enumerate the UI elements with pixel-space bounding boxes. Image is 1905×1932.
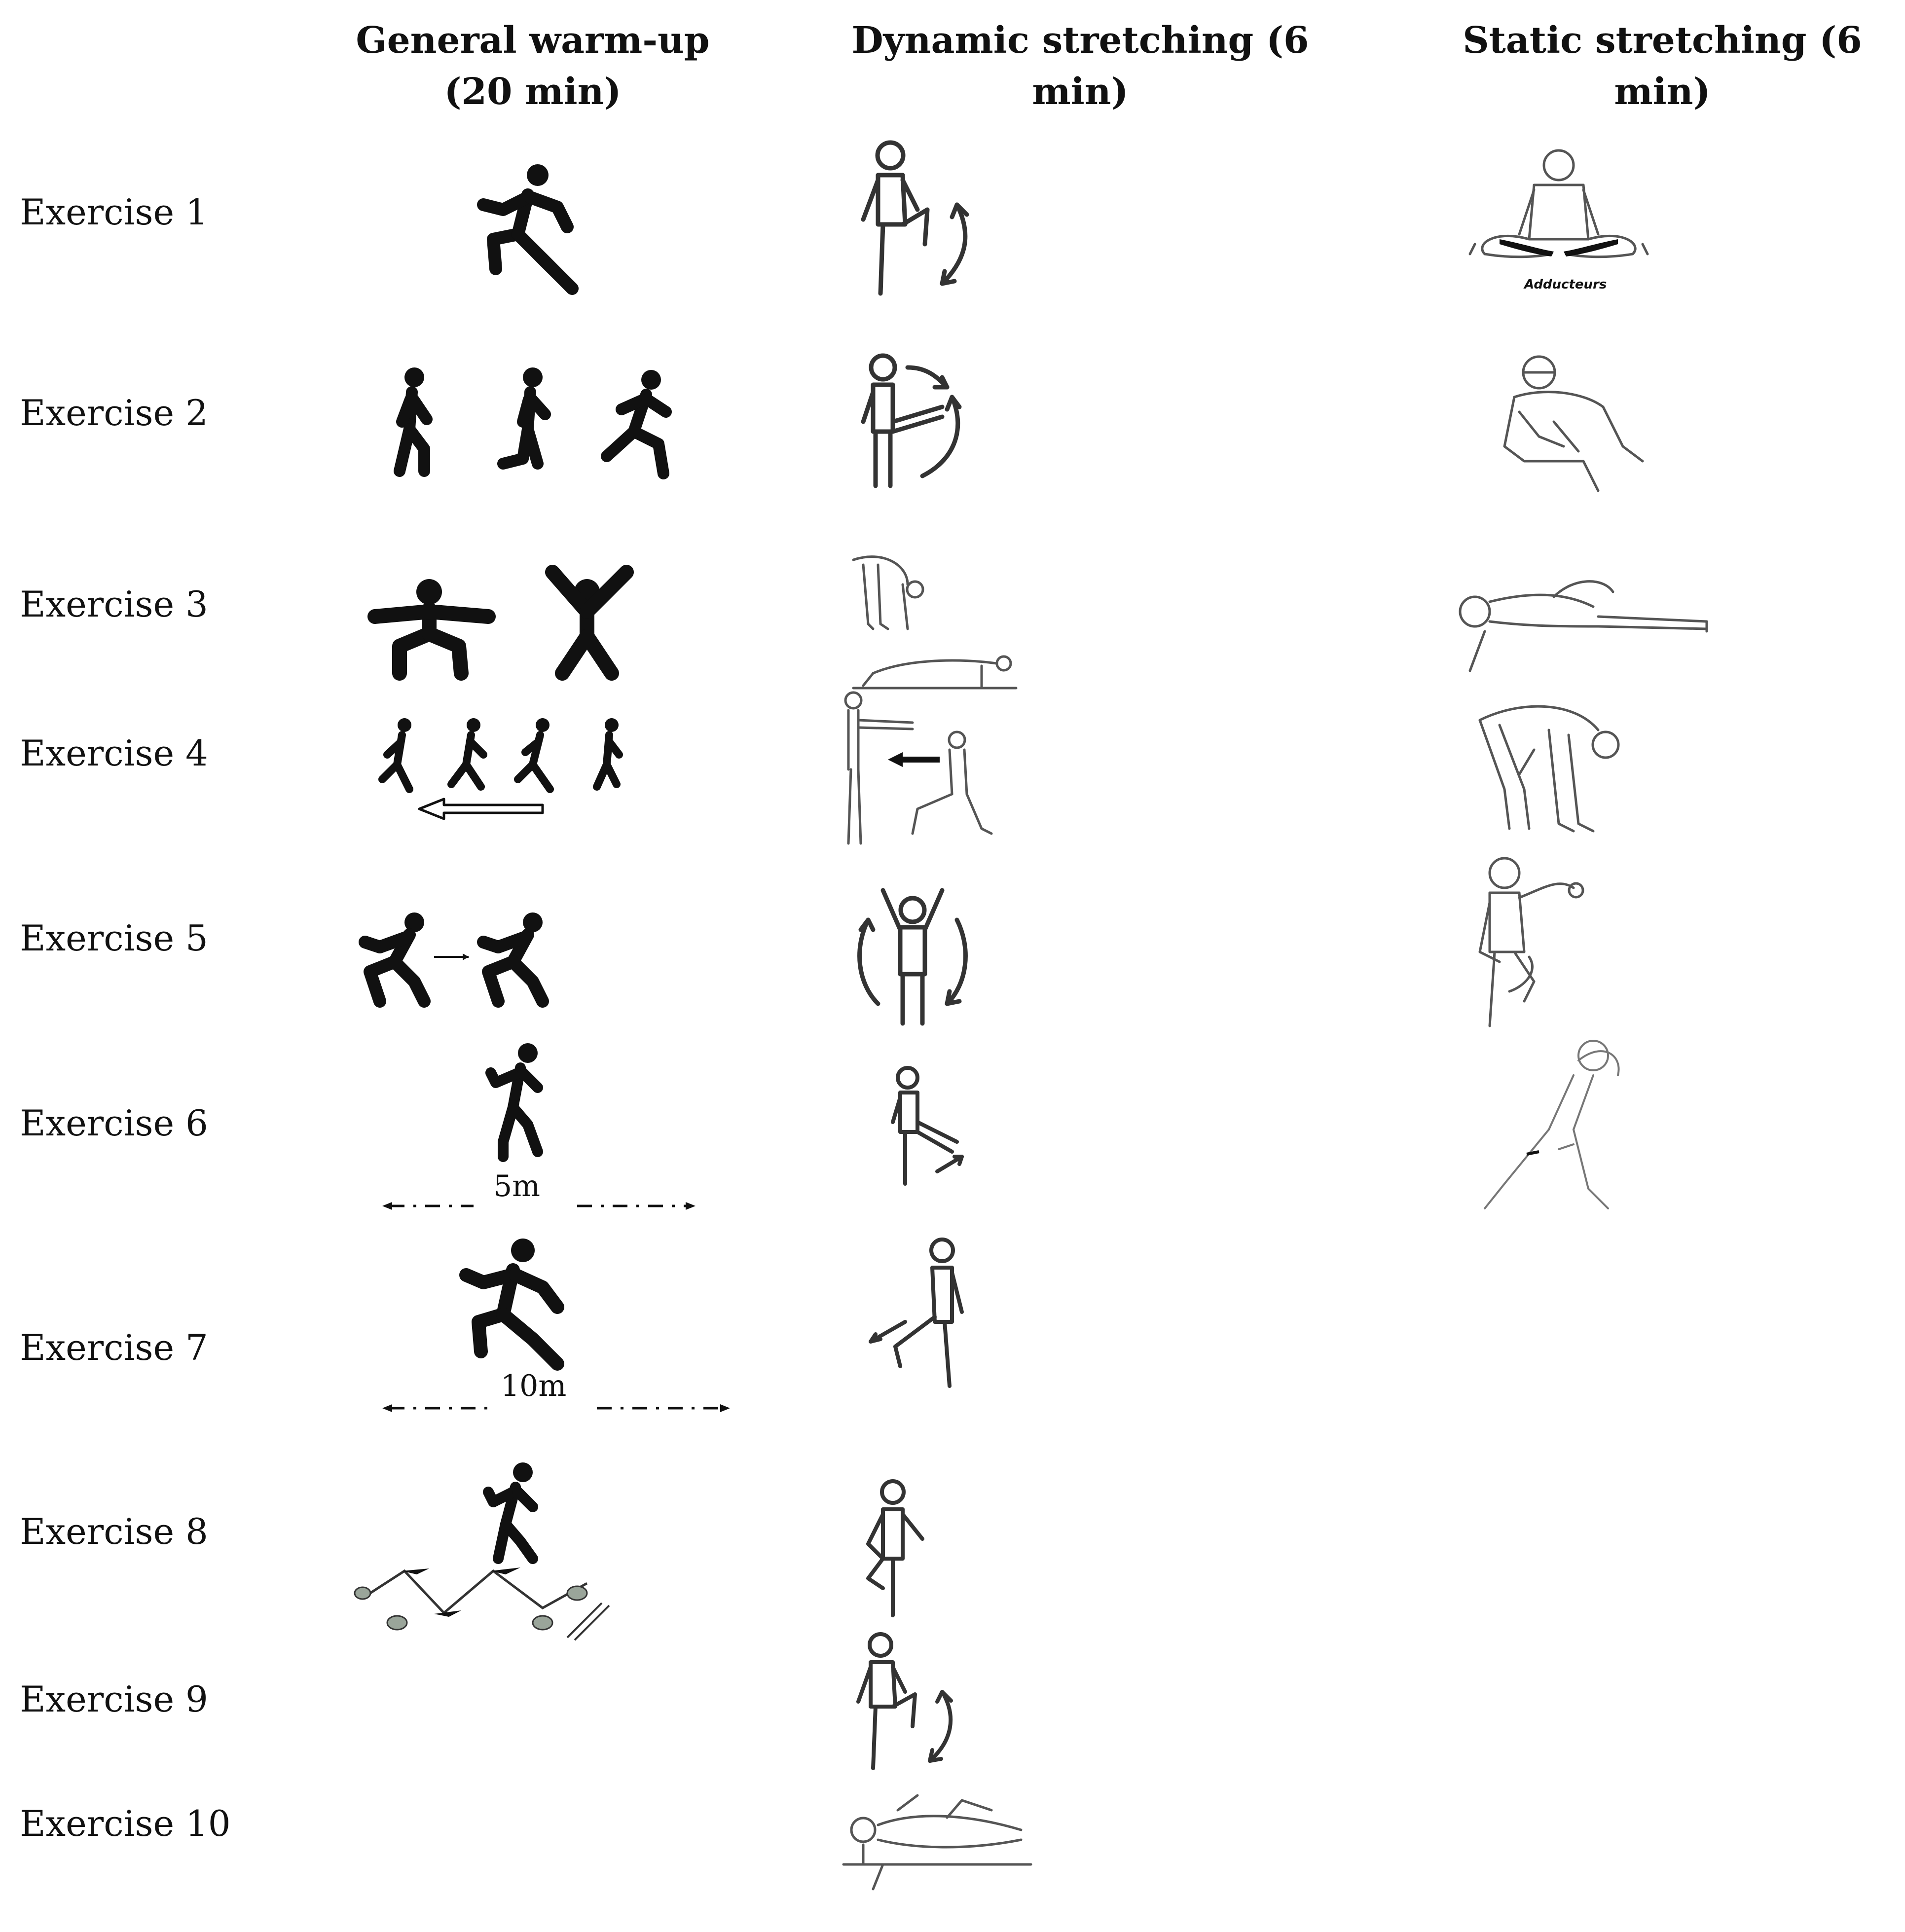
row-label-exercise-4: Exercise 4	[20, 732, 208, 774]
distance-label-5m: 5m	[493, 1169, 540, 1203]
lying-quad-stretch-icon	[1459, 580, 1708, 672]
adductor-stretch-icon: Adducteurs	[1468, 149, 1649, 292]
column-header-line: General warm-up	[356, 19, 710, 62]
column-header-general-warm-up: General warm-up (20 min)	[296, 15, 769, 117]
quad-stretch-icon	[866, 1479, 924, 1617]
column-header-line: Static stretching (6 min)	[1463, 19, 1862, 113]
zigzag-drill-icon	[354, 1462, 610, 1641]
row-label-exercise-9: Exercise 9	[20, 1678, 208, 1720]
knee-raise-small-icon	[856, 1632, 953, 1770]
distance-label-10m: 10m	[501, 1369, 566, 1403]
standing-forward-bend-icon	[1478, 705, 1620, 833]
side-leg-raise-icon	[891, 1066, 964, 1186]
standing-quad-stretch-icon	[1478, 857, 1584, 1027]
column-header-line: (20 min)	[444, 71, 622, 113]
runner-icon	[477, 164, 579, 295]
row-label-exercise-3: Exercise 3	[20, 583, 208, 625]
walking-figures-icon	[394, 367, 672, 479]
sprint-5m-icon: 5m	[382, 1043, 696, 1210]
row-label-exercise-2: Exercise 2	[20, 392, 208, 434]
arm-circles-icon	[857, 888, 968, 1026]
seated-twist-icon	[1503, 355, 1644, 492]
forward-bend-plank-icon	[852, 555, 1018, 690]
row-label-exercise-1: Exercise 1	[20, 191, 208, 233]
runners-with-arrow-icon	[378, 718, 623, 820]
lunge-figures-icon	[359, 912, 549, 1008]
squat-and-jump-icon	[367, 565, 634, 681]
row-label-exercise-5: Exercise 5	[20, 917, 208, 959]
lying-stretch-icon	[842, 1794, 1032, 1891]
calf-stretch-icon	[1484, 1040, 1620, 1209]
knee-raise-icon	[861, 140, 969, 296]
adductors-label: Adducteurs	[1523, 277, 1607, 292]
column-header-dynamic-stretching: Dynamic stretching (6 min)	[809, 15, 1352, 117]
column-header-static-stretching: Static stretching (6 min)	[1430, 15, 1894, 117]
column-header-line: Dynamic stretching (6 min)	[851, 19, 1309, 113]
reach-lunge-icon	[844, 691, 993, 845]
row-label-exercise-7: Exercise 7	[20, 1327, 208, 1368]
row-label-exercise-8: Exercise 8	[20, 1511, 208, 1552]
row-label-exercise-6: Exercise 6	[20, 1102, 208, 1144]
back-leg-swing-icon	[869, 1238, 964, 1388]
sprint-10m-icon: 10m	[382, 1239, 730, 1412]
leg-swing-icon	[861, 353, 962, 488]
row-label-exercise-10: Exercise 10	[20, 1803, 231, 1844]
